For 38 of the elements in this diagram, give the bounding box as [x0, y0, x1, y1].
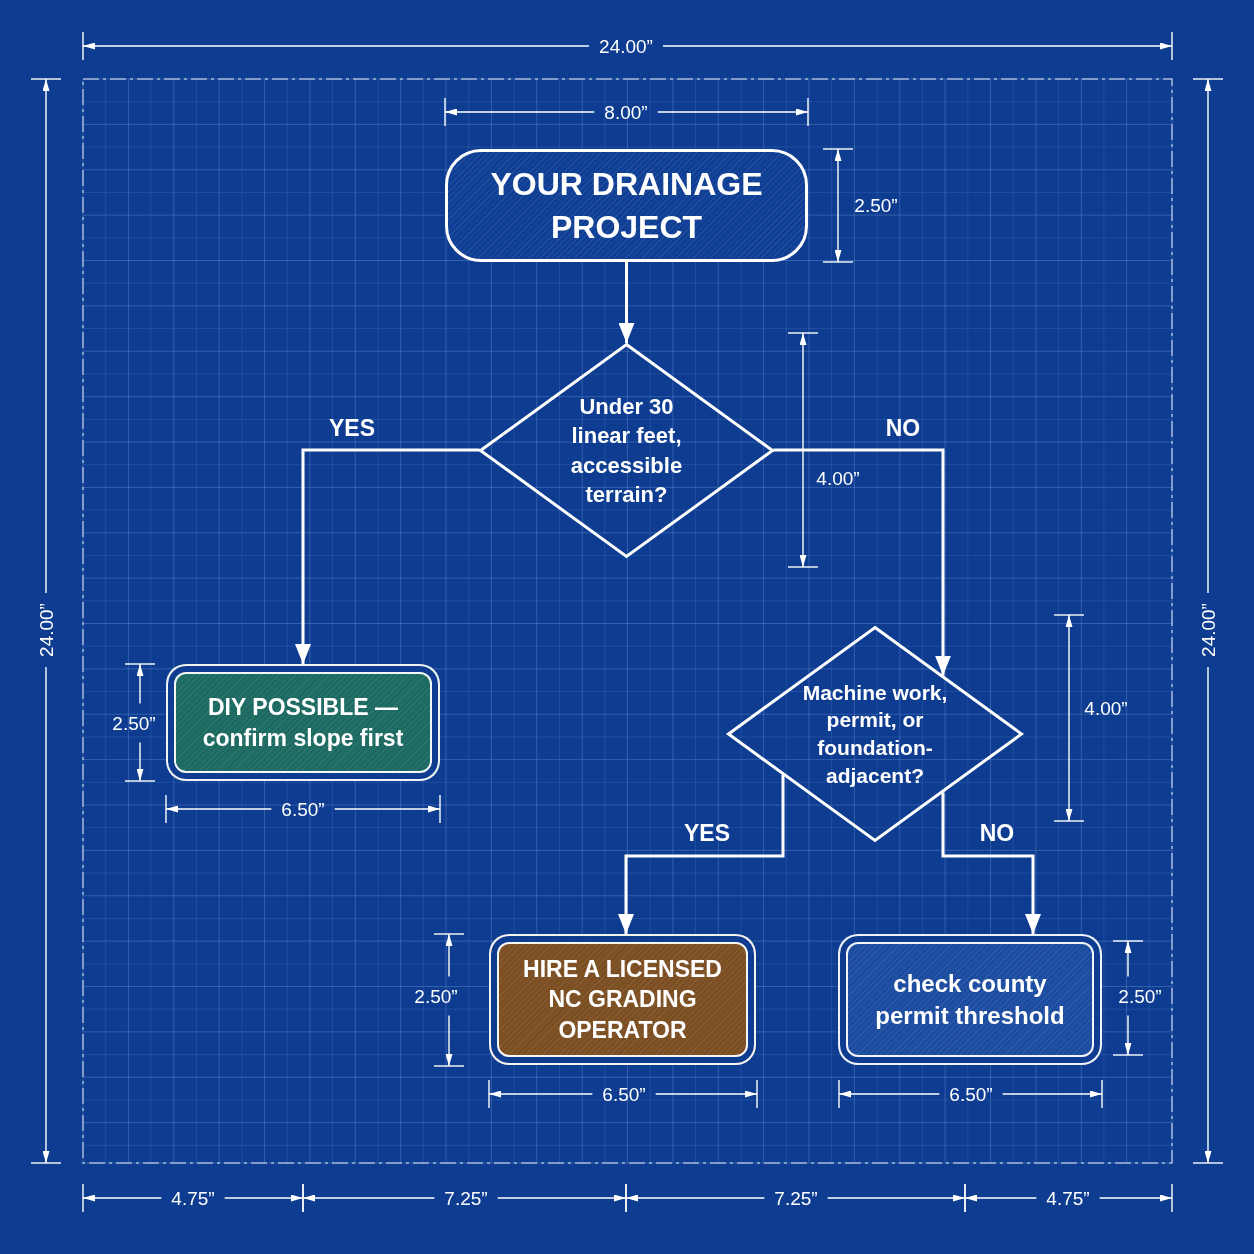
- terminal-box: [445, 149, 808, 262]
- outcome-box: [166, 664, 440, 781]
- dimension-label: 24.00”: [1198, 603, 1218, 657]
- dimension-label: 4.00”: [1084, 698, 1128, 718]
- edge-label: YES: [684, 821, 730, 845]
- outcome-box: [489, 934, 756, 1065]
- dimension-label: 4.75”: [1046, 1188, 1090, 1208]
- edge-label: YES: [329, 416, 375, 440]
- flow-arrow: [618, 774, 785, 934]
- dimension-label: 24.00”: [36, 603, 56, 657]
- flow-arrow: [618, 262, 635, 343]
- dimension-label: 24.00”: [599, 36, 653, 56]
- dimension-label: 2.50”: [414, 986, 458, 1006]
- dimension-label: 6.50”: [281, 799, 325, 819]
- dimension-label: 4.00”: [816, 468, 860, 488]
- dimension-label: 7.25”: [444, 1188, 488, 1208]
- dimension-label: 6.50”: [949, 1084, 993, 1104]
- flow-arrow: [941, 792, 1041, 934]
- flow-arrow: [295, 448, 480, 664]
- box-label: YOUR DRAINAGE PROJECT: [489, 165, 764, 247]
- flow-arrow: [773, 448, 951, 676]
- dimension-label: 2.50”: [854, 195, 898, 215]
- outcome-box: [838, 934, 1102, 1065]
- dimension-label: 4.75”: [171, 1188, 215, 1208]
- edge-label: NO: [979, 821, 1015, 845]
- dimension-label: 2.50”: [112, 713, 156, 733]
- decision-text: Machine work, permit, or foundation-adjacent?: [801, 679, 949, 789]
- decision-text: Under 30 linear feet, accessible terrain?: [569, 393, 684, 509]
- dimension-label: 2.50”: [1118, 986, 1162, 1006]
- dimension-label: 7.25”: [774, 1188, 818, 1208]
- box-label: DIY POSSIBLE — confirm slope first: [201, 693, 405, 753]
- decision-diamond: [727, 626, 1023, 842]
- box-label: HIRE A LICENSED NC GRADING OPERATOR: [522, 954, 723, 1045]
- box-label: check county permit threshold: [874, 968, 1066, 1031]
- decision-diamond: [479, 343, 774, 558]
- dimension-label: 8.00”: [604, 102, 648, 122]
- edge-label: NO: [885, 416, 921, 440]
- dimension-label: 6.50”: [602, 1084, 646, 1104]
